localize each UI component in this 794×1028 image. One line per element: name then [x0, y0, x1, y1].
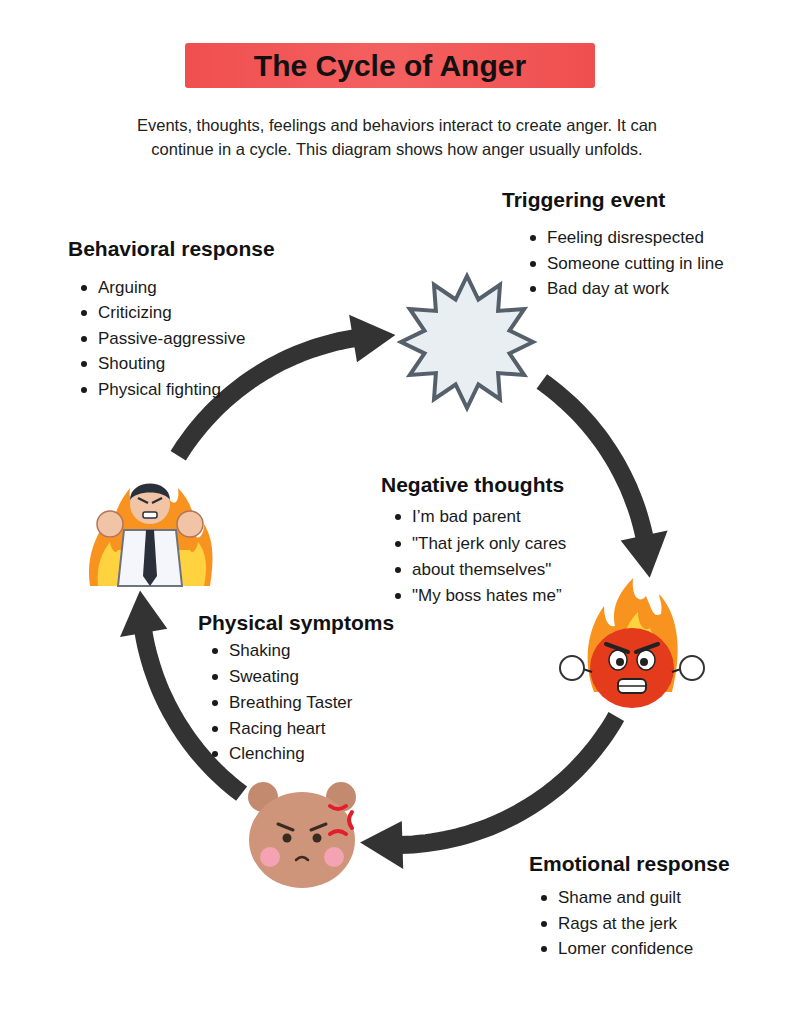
cheek — [324, 847, 344, 867]
stage-bullet: Someone cutting in line — [547, 253, 724, 275]
bear-head — [249, 792, 355, 888]
arrow-head — [349, 315, 395, 362]
eye — [313, 834, 322, 843]
brow — [606, 644, 628, 652]
stage-bullet: Shaking — [229, 640, 290, 662]
stage-node: Triggering eventFeeling disrespectedSome… — [400, 276, 535, 410]
stage-bullet: Racing heart — [229, 718, 325, 740]
eye — [283, 834, 292, 843]
title-band: The Cycle of Anger — [185, 43, 595, 88]
stage-node: Negative thoughtsI’m bad parent"That jer… — [560, 582, 705, 710]
stage-bullet: Clenching — [229, 743, 305, 765]
hair — [130, 484, 170, 501]
stage-bullet: "That jerk only cares — [412, 533, 566, 555]
fist — [177, 511, 203, 537]
cheek — [260, 847, 280, 867]
stage-node: Emotional responseShame and guiltRags at… — [520, 848, 720, 960]
flame-body — [590, 628, 674, 708]
bear-icon — [248, 782, 356, 888]
glove — [680, 656, 704, 680]
starburst-icon — [401, 276, 533, 408]
arrow-shaft — [400, 717, 616, 845]
stage-heading: Negative thoughts — [381, 471, 564, 499]
arrow-shaft — [542, 382, 645, 539]
arrow-head — [120, 591, 167, 637]
mouth — [618, 679, 646, 693]
stage-heading: Behavioral response — [68, 235, 275, 263]
eye — [609, 650, 627, 670]
stage-bullet: I’m bad parent — [412, 506, 521, 528]
brow — [278, 824, 293, 830]
arrow-head — [621, 530, 668, 577]
stage-bullet: "My boss hates me” — [412, 585, 562, 607]
stage-bullet: Feeling disrespected — [547, 227, 704, 249]
shirt — [118, 530, 182, 586]
stage-bullet: Breathing Taster — [229, 692, 352, 714]
stage-bullet: Rags at the jerk — [558, 913, 677, 935]
stage-bullet: Shouting — [98, 353, 165, 375]
arrow-head — [360, 821, 403, 869]
brow — [138, 498, 148, 503]
title: The Cycle of Anger — [185, 43, 595, 88]
stage-bullet: Arguing — [98, 277, 157, 299]
flame-face-icon — [560, 578, 704, 708]
stage-bullet: Physical fighting — [98, 379, 221, 401]
eye — [637, 650, 655, 670]
stage-bullet: Criticizing — [98, 302, 172, 324]
stage-bullet: Passive-aggressive — [98, 328, 245, 350]
mouth — [296, 857, 308, 860]
brow — [152, 498, 162, 503]
arrow-shaft — [143, 630, 241, 793]
tie — [143, 530, 157, 586]
pupil — [640, 658, 648, 666]
teeth — [618, 685, 646, 687]
fist — [97, 511, 123, 537]
stage-bullet: Sweating — [229, 666, 299, 688]
caption: Events, thoughts, feelings and behaviors… — [107, 113, 687, 161]
stage-heading: Emotional response — [529, 850, 730, 878]
brow — [311, 824, 326, 830]
stage-heading: Physical symptoms — [198, 609, 394, 637]
glove — [560, 656, 584, 680]
stage-bullet: Lomer confidence — [558, 938, 693, 960]
stage-heading: Triggering event — [502, 186, 665, 214]
stage-node: Behavioral responseArguingCriticizingPas… — [88, 462, 210, 586]
mouth — [143, 512, 157, 518]
cycle-arrow — [360, 717, 616, 869]
brow — [636, 644, 658, 652]
stage-node: Physical symptomsShakingSweatingBreathin… — [248, 780, 356, 892]
stage-bullet: about themselves" — [412, 559, 551, 581]
pupil — [616, 658, 624, 666]
stage-bullet: Shame and guilt — [558, 887, 681, 909]
head — [130, 484, 170, 524]
stage-bullet: Bad day at work — [547, 278, 669, 300]
anger-mark — [330, 806, 352, 834]
starburst-shape — [401, 276, 533, 408]
angry-man-icon — [89, 484, 213, 587]
